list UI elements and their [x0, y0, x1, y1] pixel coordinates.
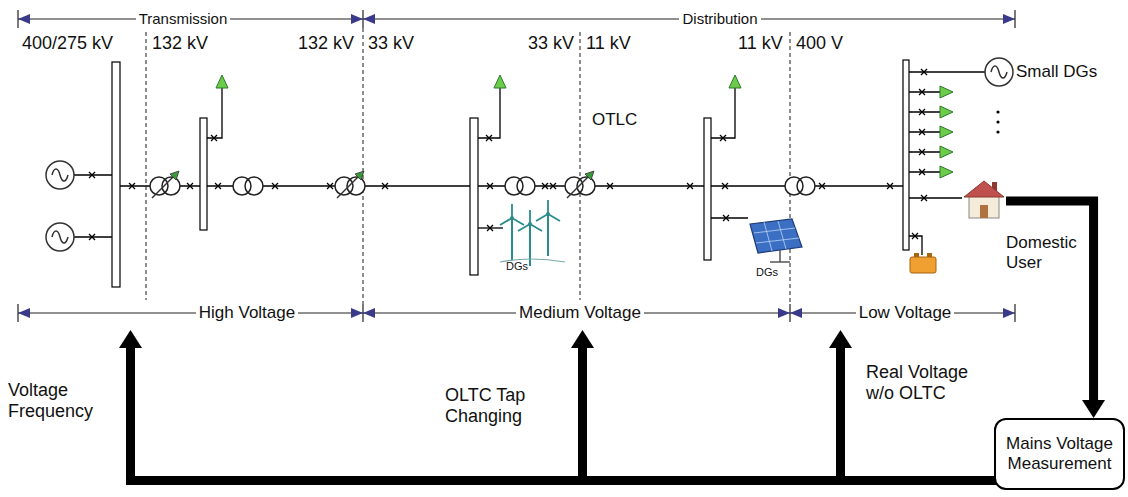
voltage-label: OTLC [592, 110, 637, 130]
voltage-label: 33 kV [528, 33, 574, 54]
house-wall [969, 195, 999, 218]
voltage-label: Voltage Frequency [8, 380, 103, 421]
voltage-label: High Voltage [196, 303, 298, 323]
voltage-label: 11 kV [738, 33, 783, 54]
house-drawing [962, 178, 1006, 220]
voltage-label: Real Voltage w/o OLTC [866, 362, 978, 403]
voltage-label: OLTC Tap Changing [445, 385, 540, 426]
feedback-connector [1006, 197, 1105, 418]
voltage-label: 132 kV [298, 33, 354, 54]
voltage-label: 400/275 kV [22, 33, 113, 54]
voltage-label: Small DGs [1016, 62, 1097, 82]
voltage-label: DGs [506, 260, 528, 273]
voltage-label: DGs [756, 266, 778, 279]
arrow-head [1082, 400, 1105, 418]
voltage-label: 132 kV [152, 33, 208, 54]
voltage-label: 33 kV [368, 33, 414, 54]
node-label: Mains Voltage Measurement [996, 434, 1123, 473]
house-roof [964, 181, 1004, 197]
voltage-label: Distribution [679, 10, 760, 27]
text-holder: Mains Voltage Measurement [996, 434, 1123, 473]
house-door [980, 205, 988, 218]
connector-line [1006, 197, 1098, 402]
node-label: Domestic User [1006, 233, 1080, 272]
process-box: Mains Voltage Measurement [994, 418, 1125, 490]
voltage-label: 400 V [796, 33, 843, 54]
voltage-label: Low Voltage [856, 303, 955, 323]
voltage-label: Transmission [136, 10, 231, 27]
house-icon: Domestic User [962, 178, 1006, 220]
voltage-label: Medium Voltage [516, 303, 644, 323]
voltage-label: 11 kV [586, 33, 631, 54]
